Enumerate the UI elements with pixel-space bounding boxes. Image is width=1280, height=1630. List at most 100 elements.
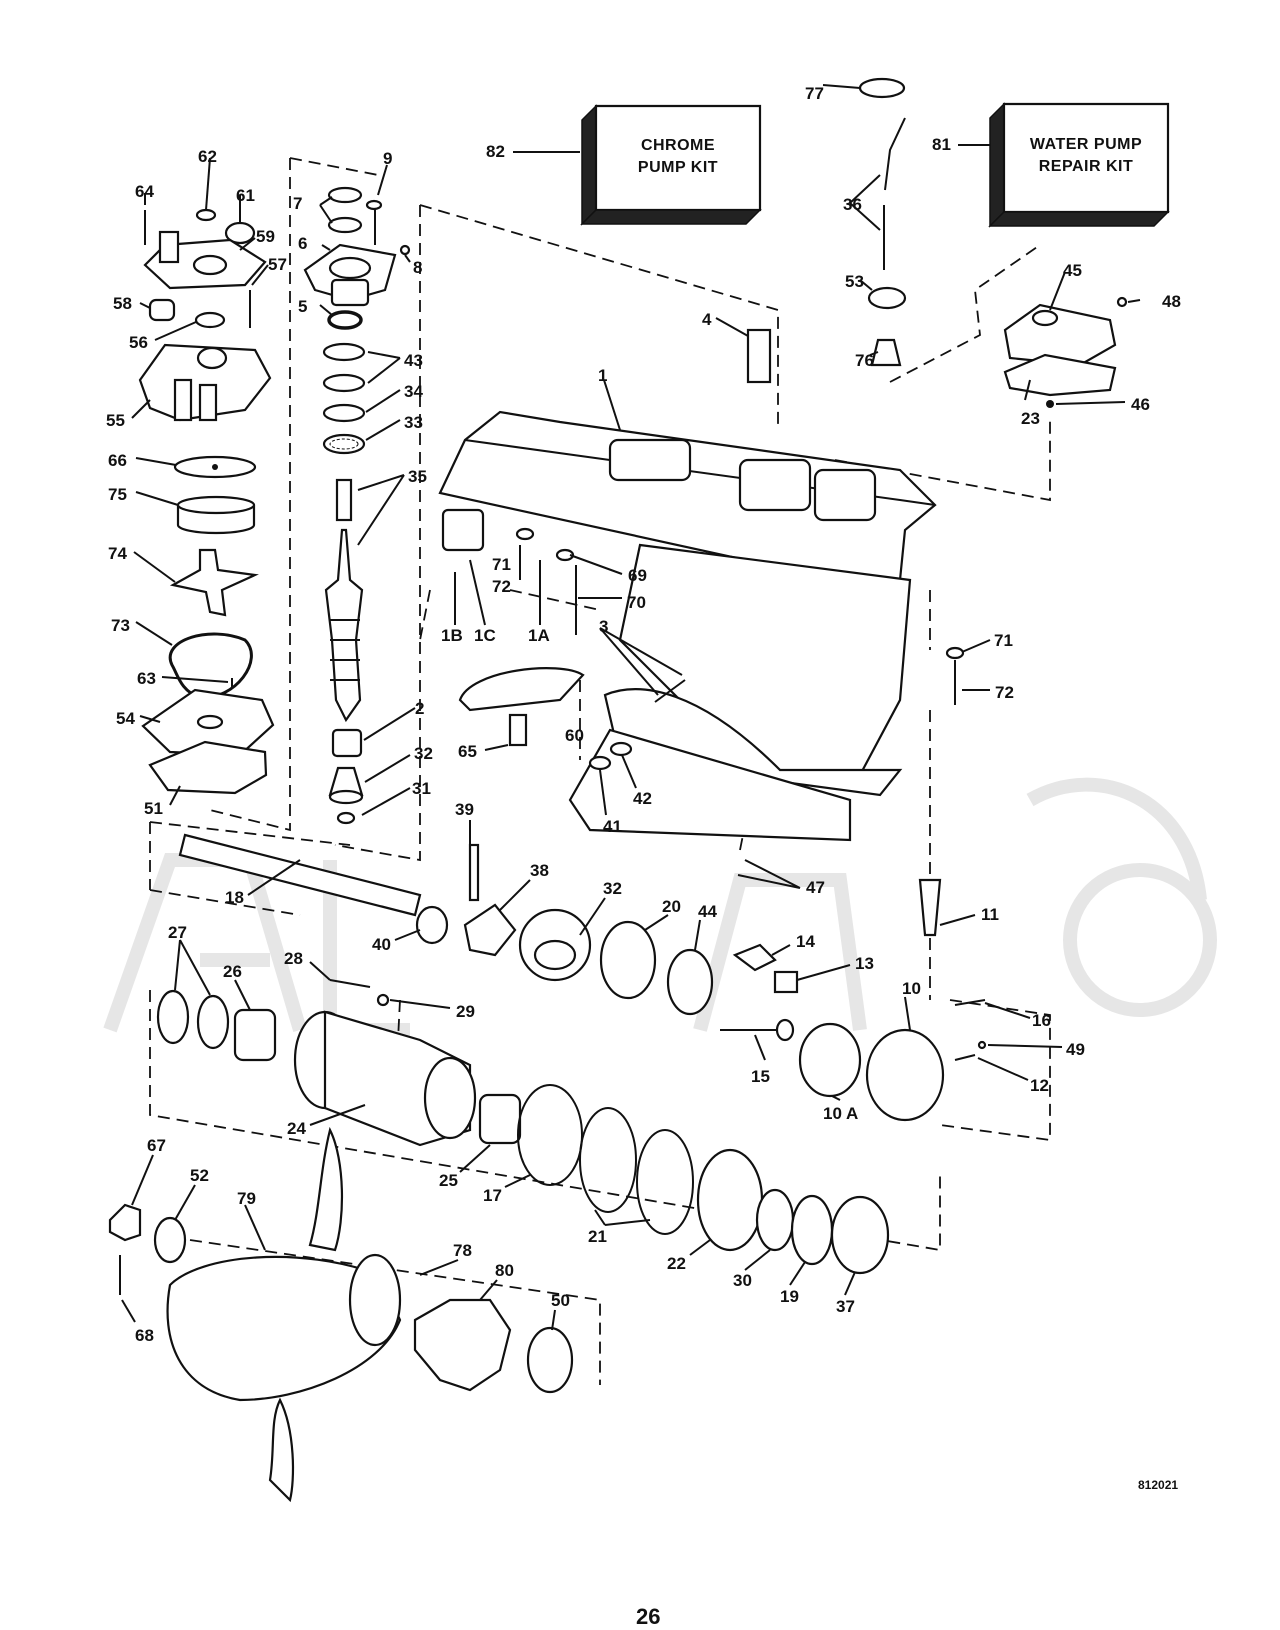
part-label-36: 36 xyxy=(843,195,862,214)
part-label-57: 57 xyxy=(268,255,287,274)
part-label-23: 23 xyxy=(1021,409,1040,428)
part-label-24: 24 xyxy=(287,1119,306,1138)
part-label-42: 42 xyxy=(633,789,652,808)
part-label-20: 20 xyxy=(662,897,681,916)
page-number: 26 xyxy=(636,1604,661,1629)
part-label-13: 13 xyxy=(855,954,874,973)
part-label-80: 80 xyxy=(495,1261,514,1280)
part-label-51: 51 xyxy=(144,799,163,818)
part-label-16: 16 xyxy=(1032,1011,1051,1030)
part-label-1C: 1C xyxy=(474,626,496,645)
part-label-37: 37 xyxy=(836,1297,855,1316)
part-label-43: 43 xyxy=(404,351,423,370)
part-label-34: 34 xyxy=(404,382,423,401)
water-pump-repair-kit-label: WATER PUMP REPAIR KIT xyxy=(1008,134,1164,179)
part-label-19: 19 xyxy=(780,1287,799,1306)
part-label-44: 44 xyxy=(698,902,717,921)
part-label-18: 18 xyxy=(225,888,244,907)
document-id: 812021 xyxy=(1138,1478,1179,1492)
part-label-48: 48 xyxy=(1162,292,1181,311)
part-label-50: 50 xyxy=(551,1291,570,1310)
part-label-66: 66 xyxy=(108,451,127,470)
part-label-6: 6 xyxy=(298,234,308,253)
bearing-carrier-parts xyxy=(156,979,890,1275)
kit-line: PUMP KIT xyxy=(637,159,719,177)
part-label-28: 28 xyxy=(284,949,303,968)
part-label-82: 82 xyxy=(486,142,505,161)
part-label-74: 74 xyxy=(108,544,127,563)
part-label-3: 3 xyxy=(599,617,609,636)
part-label-8: 8 xyxy=(413,258,423,277)
part-label-4: 4 xyxy=(702,310,712,329)
part-label-21: 21 xyxy=(588,1227,607,1246)
part-label-71: 71 xyxy=(492,555,511,574)
kit-line: WATER PUMP xyxy=(1029,136,1143,153)
kit-line: REPAIR KIT xyxy=(1038,158,1134,176)
part-label-63: 63 xyxy=(137,669,156,688)
part-label-61: 61 xyxy=(236,186,255,205)
part-label-81: 81 xyxy=(932,135,951,154)
part-label-33: 33 xyxy=(404,413,423,432)
part-label-59: 59 xyxy=(256,227,275,246)
part-label-47: 47 xyxy=(806,878,825,897)
part-label-60: 60 xyxy=(565,726,584,745)
part-label-39: 39 xyxy=(455,800,474,819)
part-label-64: 64 xyxy=(135,182,154,201)
part-label-49: 49 xyxy=(1066,1040,1085,1059)
part-label-30: 30 xyxy=(733,1271,752,1290)
part-label-38: 38 xyxy=(530,861,549,880)
water-pump-repair-kit-box xyxy=(988,102,1170,228)
part-label-9: 9 xyxy=(383,149,393,168)
pump-cover-parts xyxy=(1003,296,1128,408)
part-label-25: 25 xyxy=(439,1171,458,1190)
gearcase-housing xyxy=(438,328,965,842)
part-label-7: 7 xyxy=(293,194,303,213)
propeller-parts xyxy=(108,1126,574,1503)
part-label-32: 32 xyxy=(414,744,433,763)
part-label-12: 12 xyxy=(1030,1076,1049,1095)
part-label-67: 67 xyxy=(147,1136,166,1155)
part-label-2: 2 xyxy=(415,699,425,718)
part-label-1: 1 xyxy=(598,366,608,385)
part-label-10A: 10 A xyxy=(823,1104,859,1123)
part-label-53: 53 xyxy=(845,272,864,291)
part-label-10: 10 xyxy=(902,979,921,998)
part-label-65: 65 xyxy=(458,742,477,761)
part-label-1B: 1B xyxy=(441,626,463,645)
part-label-72: 72 xyxy=(995,683,1014,702)
water-pump-parts xyxy=(138,208,275,795)
part-label-14: 14 xyxy=(796,932,815,951)
part-label-52: 52 xyxy=(190,1166,209,1185)
part-label-76: 76 xyxy=(855,351,874,370)
part-label-68: 68 xyxy=(135,1326,154,1345)
part-label-5: 5 xyxy=(298,297,308,316)
part-label-32: 32 xyxy=(603,879,622,898)
part-label-70: 70 xyxy=(627,593,646,612)
part-label-27: 27 xyxy=(168,923,187,942)
part-label-26: 26 xyxy=(223,962,242,981)
part-label-1A: 1A xyxy=(528,626,550,645)
chrome-pump-kit-label: CHROME PUMP KIT xyxy=(600,135,756,180)
shift-rod-parts xyxy=(858,77,907,367)
part-label-55: 55 xyxy=(106,411,125,430)
chrome-pump-kit-box xyxy=(580,104,762,226)
part-label-75: 75 xyxy=(108,485,127,504)
driveshaft-parts xyxy=(303,186,411,825)
part-label-79: 79 xyxy=(237,1189,256,1208)
part-label-11: 11 xyxy=(981,905,999,924)
part-label-56: 56 xyxy=(129,333,148,352)
kit-line: CHROME xyxy=(640,137,716,154)
part-label-15: 15 xyxy=(751,1067,770,1086)
part-label-45: 45 xyxy=(1063,261,1082,280)
propshaft-parts xyxy=(178,833,987,1122)
leader-lines xyxy=(121,84,1141,1331)
part-label-69: 69 xyxy=(628,566,647,585)
part-label-35: 35 xyxy=(408,467,427,486)
part-label-77: 77 xyxy=(805,84,824,103)
part-label-54: 54 xyxy=(116,709,135,728)
part-label-17: 17 xyxy=(483,1186,502,1205)
part-label-41: 41 xyxy=(603,817,622,836)
part-label-31: 31 xyxy=(412,779,431,798)
part-label-71: 71 xyxy=(994,631,1013,650)
